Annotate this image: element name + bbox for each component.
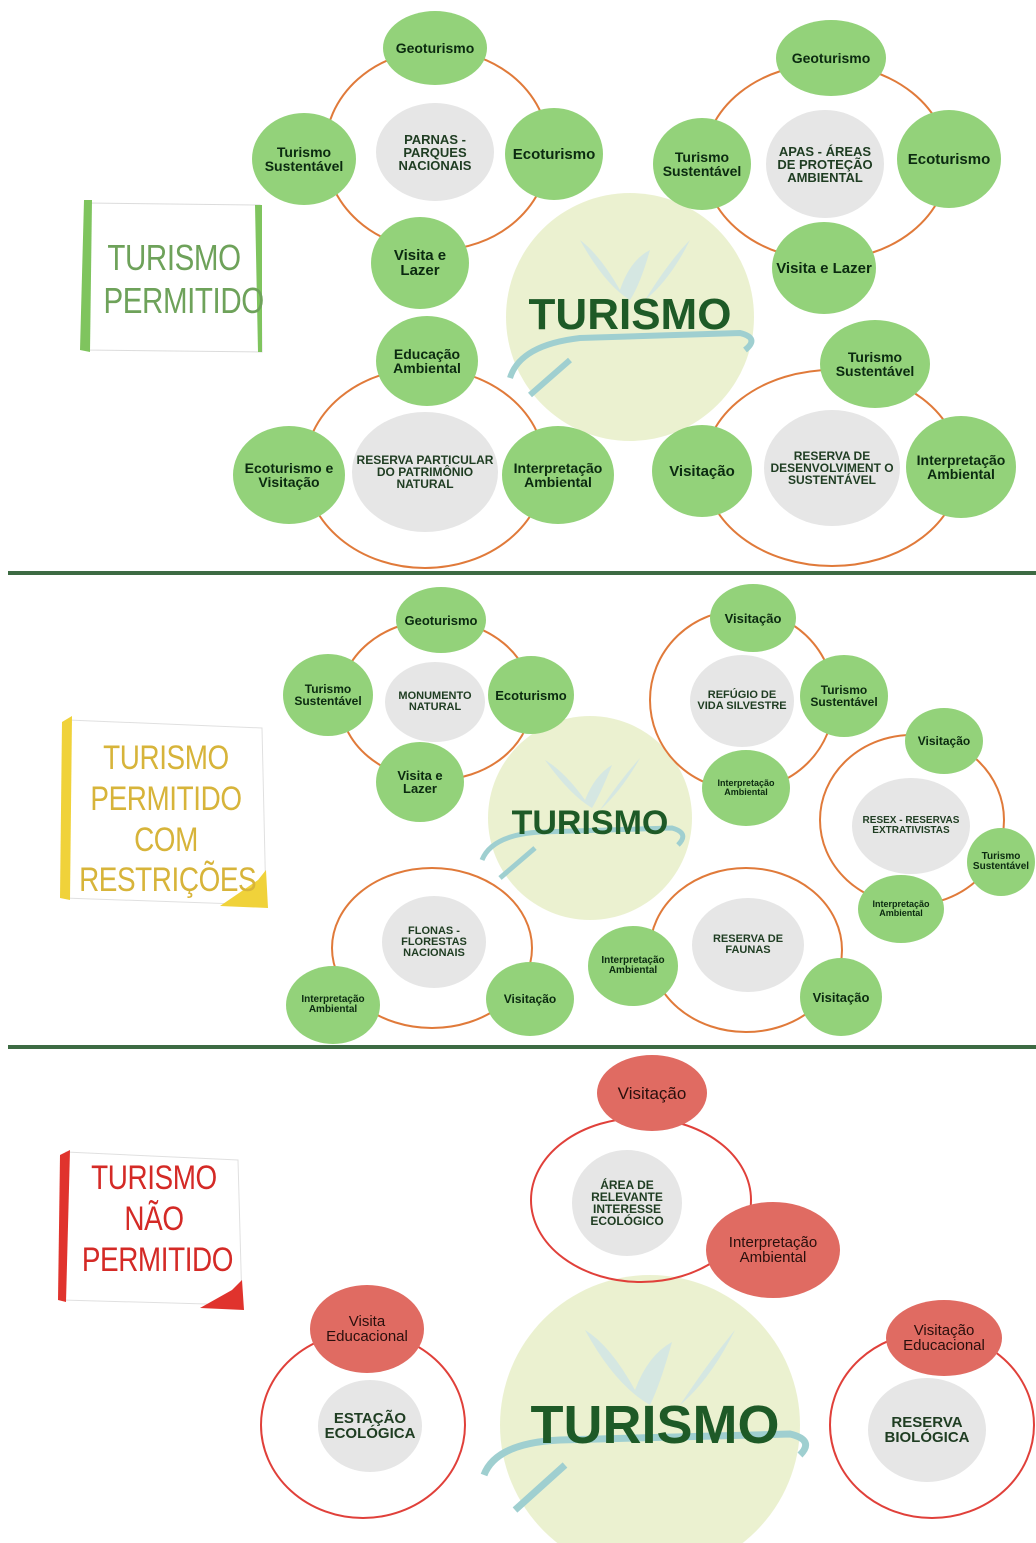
node-ecoturismo-visitacao: Ecoturismo e Visitação [233, 426, 345, 524]
node-visitacao: Visitação [486, 962, 574, 1036]
label-line: PERMITIDO COM [90, 779, 242, 859]
node-interpretacao-ambiental: Interpretação Ambiental [702, 750, 790, 826]
center-rppn: RESERVA PARTICULAR DO PATRIMÔNIO NATURAL [352, 412, 498, 532]
node-interpretacao-ambiental: Interpretação Ambiental [906, 416, 1016, 518]
center-flonas: FLONAS - FLORESTAS NACIONAIS [382, 896, 486, 988]
logo-halo-1 [506, 193, 755, 441]
node-ecoturismo: Ecoturismo [488, 656, 574, 734]
label-line: PERMITIDO [81, 1240, 234, 1279]
label-line: TURISMO [91, 1159, 217, 1197]
node-interpretacao-ambiental: Interpretação Ambiental [858, 875, 944, 943]
center-biologica: RESERVA BIOLÓGICA [868, 1378, 986, 1482]
label-turismo-nao-permitido: TURISMO NÃO PERMITIDO [81, 1158, 234, 1280]
node-turismo-sustentavel: Turismo Sustentável [800, 655, 888, 737]
label-frame-restricoes [60, 716, 268, 908]
center-resex: RESEX - RESERVAS EXTRATIVISTAS [852, 778, 970, 874]
center-rds: RESERVA DE DESENVOLVIMENT O SUSTENTÁVEL [764, 410, 900, 526]
node-visita-lazer: Visita e Lazer [376, 742, 464, 822]
node-turismo-sustentavel: Turismo Sustentável [967, 828, 1035, 896]
node-visitacao: Visitação [652, 425, 752, 517]
turismo-center-word-2: TURISMO [511, 804, 669, 842]
label-turismo-restricoes: TURISMO PERMITIDO COM RESTRIÇÕES [79, 738, 257, 901]
label-line: NÃO [124, 1199, 184, 1238]
node-interpretacao-ambiental: Interpretação Ambiental [502, 426, 614, 524]
center-estacao: ESTAÇÃO ECOLÓGICA [318, 1380, 422, 1472]
node-turismo-sustentavel: Turismo Sustentável [820, 320, 930, 408]
center-parnas: PARNAS - PARQUES NACIONAIS [376, 103, 494, 201]
node-interpretacao-ambiental: Interpretação Ambiental [706, 1202, 840, 1298]
label-turismo-permitido: TURISMO PERMITIDO [103, 236, 264, 322]
node-ecoturismo: Ecoturismo [897, 110, 1001, 208]
node-turismo-sustentavel: Turismo Sustentável [283, 654, 373, 736]
node-visita-educacional: Visita Educacional [310, 1285, 424, 1373]
node-visita-lazer: Visita e Lazer [371, 217, 469, 309]
node-geoturismo: Geoturismo [776, 20, 886, 96]
node-turismo-sustentavel: Turismo Sustentável [252, 113, 356, 205]
label-line: PERMITIDO [103, 280, 264, 322]
node-visitacao: Visitação [905, 708, 983, 774]
center-apas: APAS - ÁREAS DE PROTEÇÃO AMBIENTAL [766, 110, 884, 218]
label-frame-permitido [80, 200, 263, 353]
node-visitacao: Visitação [710, 584, 796, 652]
node-ecoturismo: Ecoturismo [505, 108, 603, 200]
logo-halo-2 [479, 716, 692, 920]
node-visitacao: Visitação [800, 958, 882, 1036]
node-educacao-ambiental: Educação Ambiental [376, 316, 478, 406]
node-turismo-sustentavel: Turismo Sustentável [653, 118, 751, 210]
node-geoturismo: Geoturismo [383, 11, 487, 85]
label-line: RESTRIÇÕES [79, 861, 257, 900]
node-visita-lazer: Visita e Lazer [772, 222, 876, 314]
center-arie: ÁREA DE RELEVANTE INTERESSE ECOLÓGICO [572, 1150, 682, 1256]
turismo-center-word-3: TURISMO [530, 1395, 780, 1455]
label-frame-nao-permitido [58, 1150, 244, 1310]
logo-halo-3 [480, 1275, 810, 1543]
label-line: TURISMO [107, 237, 241, 278]
turismo-center-word-1: TURISMO [528, 290, 732, 339]
center-monumento: MONUMENTO NATURAL [385, 662, 485, 742]
ring-flonas [331, 867, 533, 1029]
center-refugio: REFÚGIO DE VIDA SILVESTRE [690, 655, 794, 747]
label-line: TURISMO [103, 739, 229, 777]
node-interpretacao-ambiental: Interpretação Ambiental [286, 966, 380, 1044]
node-visitacao-educacional: Visitação Educacional [886, 1300, 1002, 1376]
node-interpretacao-ambiental: Interpretação Ambiental [588, 926, 678, 1006]
center-faunas: RESERVA DE FAUNAS [692, 898, 804, 992]
node-visitacao: Visitação [597, 1055, 707, 1131]
node-geoturismo: Geoturismo [396, 587, 486, 653]
